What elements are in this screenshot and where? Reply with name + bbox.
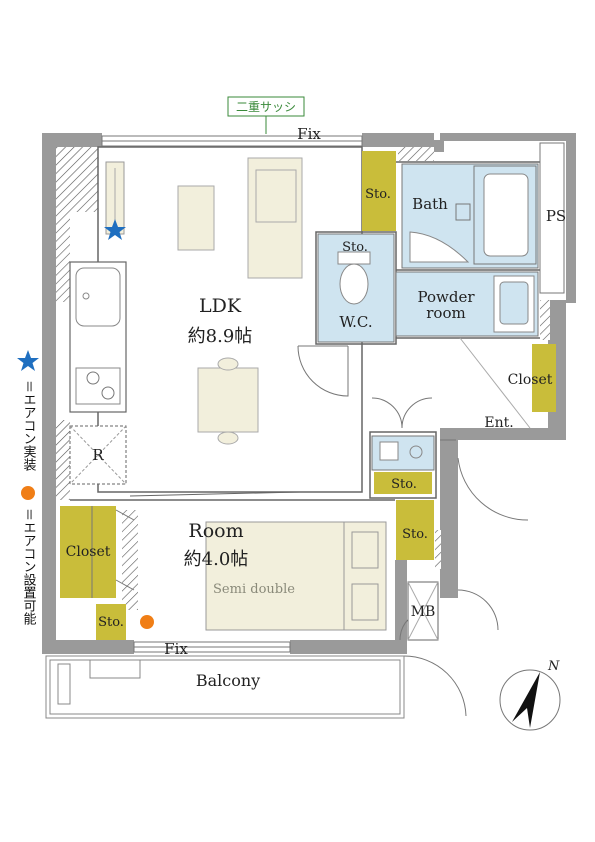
fridge-space bbox=[69, 425, 127, 485]
compass-icon bbox=[499, 669, 561, 731]
wash-unit-area bbox=[371, 435, 435, 471]
bed bbox=[205, 521, 387, 631]
window-top bbox=[101, 135, 363, 147]
bath-label: Bath bbox=[412, 195, 448, 213]
window-bottom bbox=[133, 641, 291, 653]
ps-box bbox=[539, 142, 565, 294]
powder-room-area bbox=[395, 271, 539, 337]
room-label: Room bbox=[188, 520, 243, 542]
wc-label: W.C. bbox=[339, 313, 372, 331]
closet-room-label: Closet bbox=[66, 544, 111, 560]
kitchen-counter bbox=[69, 261, 127, 413]
fridge-label: R bbox=[92, 446, 104, 464]
semi-double-label: Semi double bbox=[213, 582, 295, 597]
sto-room-label: Sto. bbox=[98, 615, 124, 630]
entrance-diagonal bbox=[459, 337, 531, 429]
sto-wash-label: Sto. bbox=[391, 477, 417, 492]
bath-area bbox=[401, 163, 539, 269]
outer-walls bbox=[42, 133, 576, 654]
hatched-walls bbox=[56, 147, 550, 610]
legend-star-text: ＝エアコン実装 bbox=[21, 380, 37, 471]
legend-dot-icon bbox=[21, 486, 35, 500]
room-sliding-door bbox=[129, 491, 301, 497]
compass-north-label: N bbox=[547, 659, 560, 674]
room-area-label: 約4.0帖 bbox=[184, 549, 249, 570]
balcony-outline bbox=[45, 655, 405, 719]
closet-entry-label: Closet bbox=[508, 372, 553, 388]
fix-bottom-label: Fix bbox=[164, 640, 188, 658]
sto-ldk-label: Sto. bbox=[365, 187, 391, 202]
powder-room-label-line1: Powder bbox=[417, 288, 475, 306]
ac-installable-dot-icon bbox=[140, 615, 154, 629]
balcony-label: Balcony bbox=[196, 671, 260, 690]
sto-hall-label: Sto. bbox=[402, 527, 428, 542]
mb-diag-b bbox=[407, 581, 439, 641]
double-sash-label: 二重サッシ bbox=[236, 100, 296, 114]
sto-wc-label: Sto. bbox=[342, 240, 368, 255]
ps-label: PS bbox=[546, 207, 566, 225]
ldk-area-label: 約8.9帖 bbox=[188, 326, 253, 347]
ac-installed-star-icon bbox=[104, 219, 126, 240]
wc-area bbox=[317, 233, 395, 343]
storage-units bbox=[60, 151, 556, 640]
entrance-label: Ent. bbox=[484, 415, 513, 431]
closet-room-detail bbox=[91, 506, 135, 598]
powder-room-label-line2: room bbox=[426, 304, 465, 322]
ldk-furniture bbox=[177, 157, 303, 445]
legend-star-icon bbox=[17, 350, 39, 371]
legend-dot-text: ＝エアコン設置可能 bbox=[21, 508, 37, 625]
mb-label: MB bbox=[411, 604, 436, 620]
ldk-label: LDK bbox=[199, 295, 242, 317]
fix-top-label: Fix bbox=[297, 125, 321, 143]
